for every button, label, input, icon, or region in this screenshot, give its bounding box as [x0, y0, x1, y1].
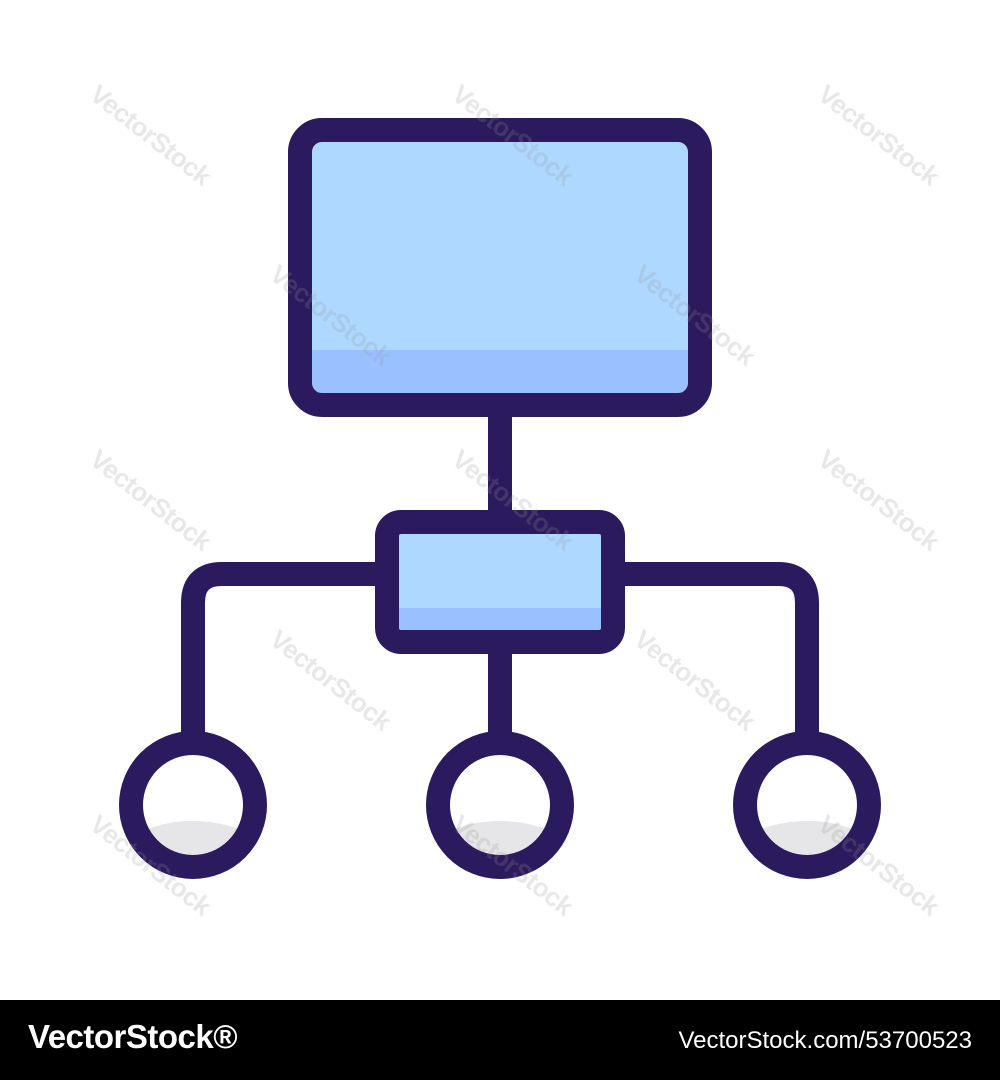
node-center — [426, 731, 574, 879]
hub-box — [375, 510, 625, 654]
brand-logo: VectorStock® — [28, 1018, 238, 1055]
footer-bar: VectorStock® VectorStock.com/53700523 — [0, 1000, 1000, 1080]
image-id: VectorStock.com/53700523 — [678, 1027, 972, 1054]
right-branch — [601, 562, 819, 755]
hierarchy-network-icon — [119, 118, 881, 879]
node-left — [119, 731, 267, 879]
left-branch — [181, 562, 399, 755]
top-box — [288, 118, 712, 417]
connector-lines — [181, 393, 819, 755]
node-right — [733, 731, 881, 879]
